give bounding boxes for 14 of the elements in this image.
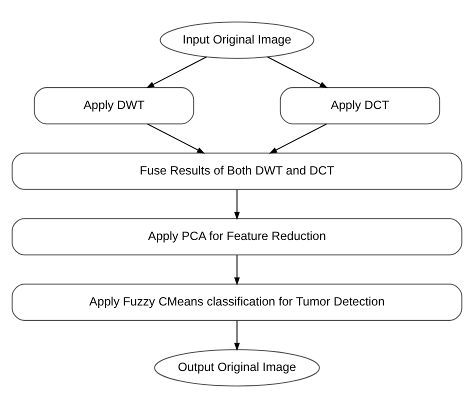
node-box: Fuse Results of Both DWT and DCT [12, 152, 462, 190]
node-ellipse: Input Original Image [160, 21, 314, 58]
arrow [234, 320, 240, 351]
arrow [268, 122, 327, 154]
arrow [234, 254, 240, 285]
arrow [267, 56, 328, 88]
arrow [147, 122, 206, 154]
node-box: Apply PCA for Feature Reduction [12, 218, 462, 255]
node-box: Apply DCT [280, 86, 440, 124]
node-box: Apply DWT [34, 86, 194, 124]
node-box: Apply Fuzzy CMeans classification for Tumor Detection [12, 283, 462, 320]
arrow [146, 56, 207, 88]
node-ellipse: Output Original Image [154, 348, 320, 386]
arrow [234, 189, 240, 220]
